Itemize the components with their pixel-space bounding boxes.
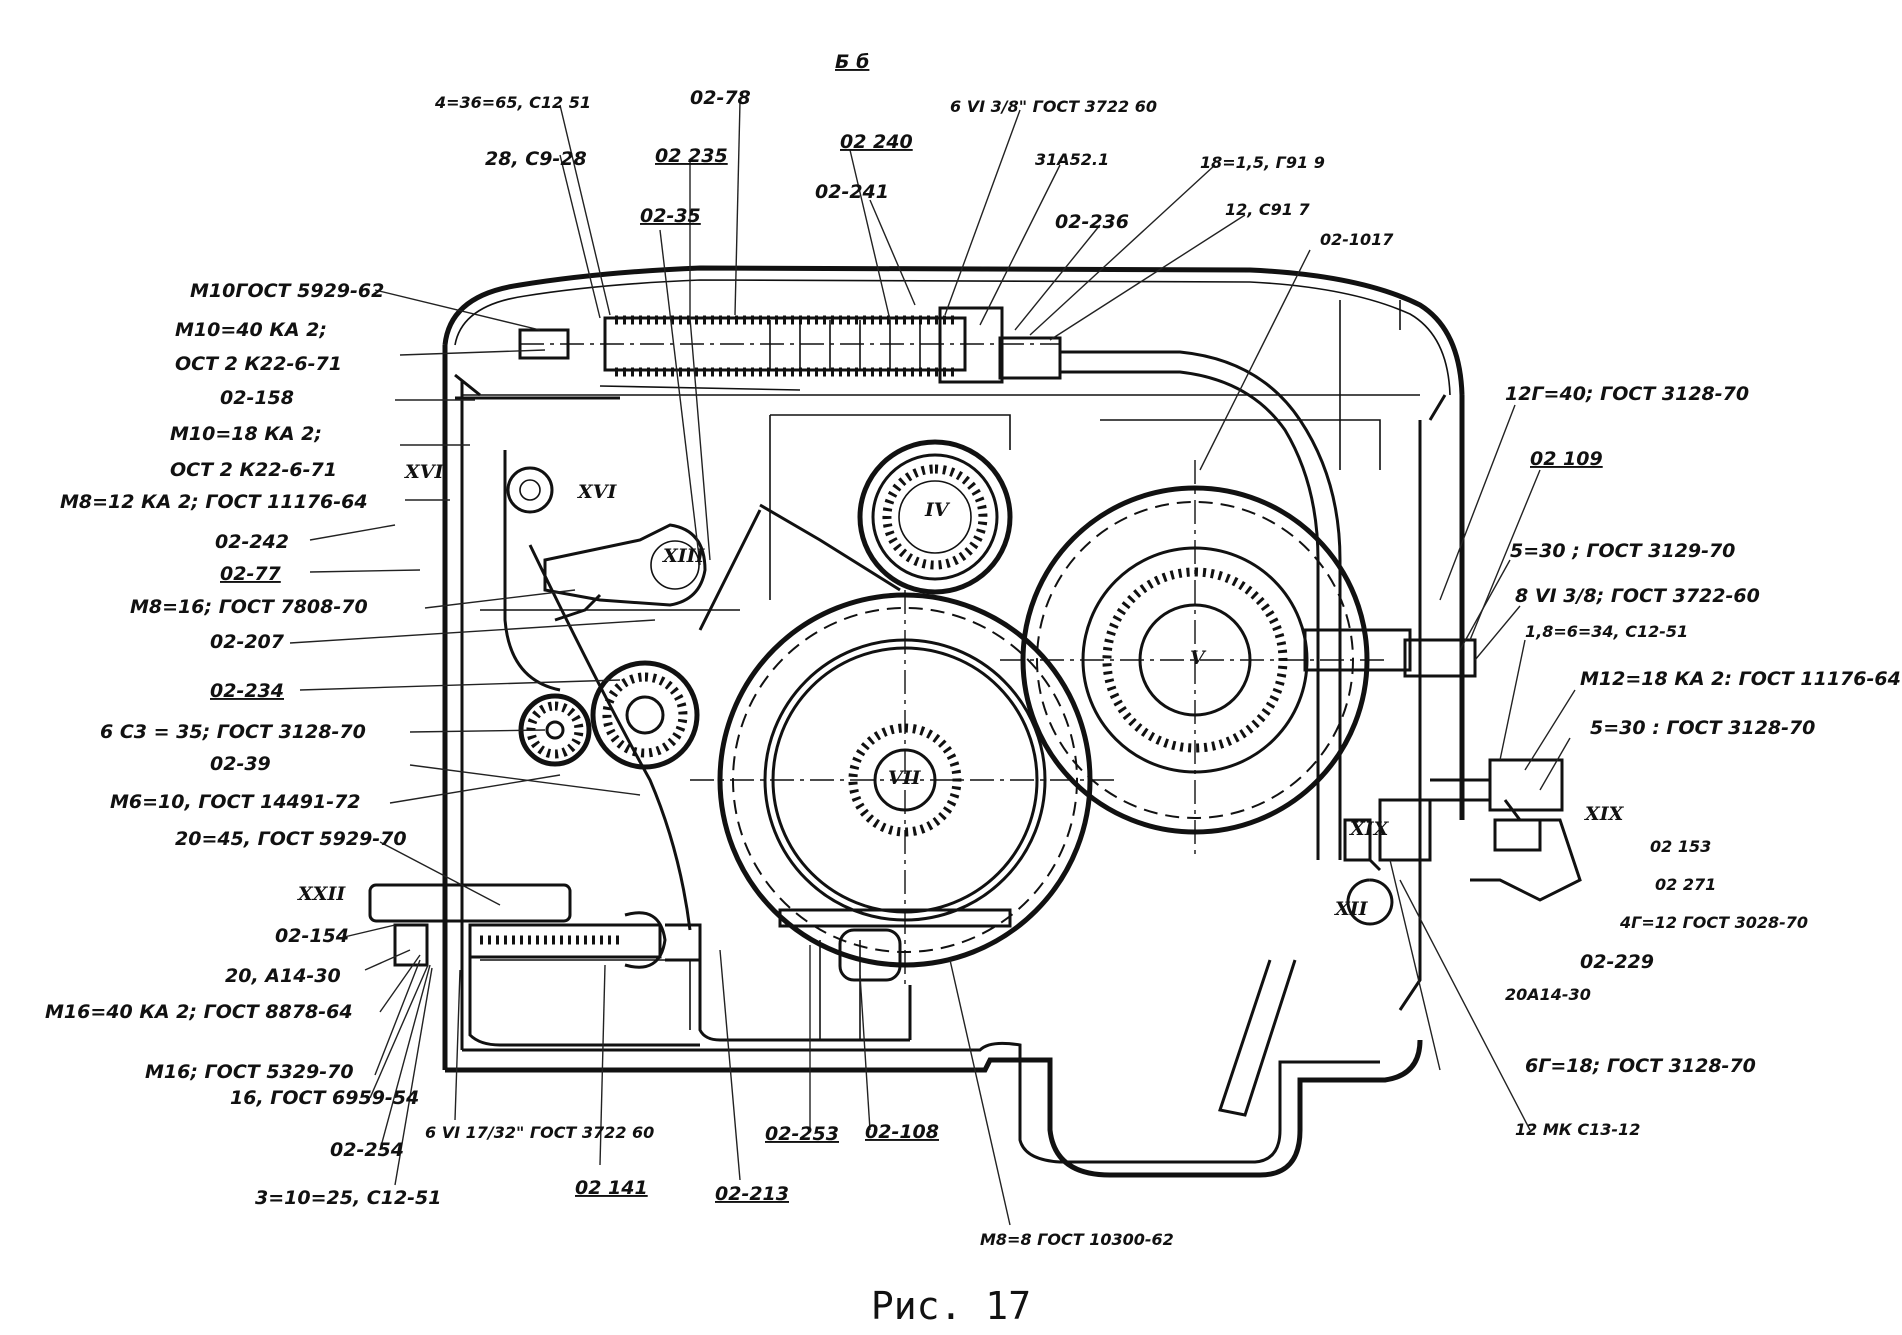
gear-large-right: [1000, 460, 1390, 860]
label-right-8: 02 271: [1655, 875, 1716, 894]
label-right-13: 12 МК С13-12: [1515, 1120, 1640, 1139]
label-right-7: 02 153: [1650, 837, 1711, 856]
label-bottom-0: 6 VI 17/32" ГОСТ 3722 60: [425, 1123, 654, 1142]
label-left-21: 02-254: [330, 1139, 404, 1161]
gearbox-housing: [442, 265, 1465, 1178]
label-top-12: 02-1017: [1320, 230, 1394, 249]
shaft-numeral: XVI: [577, 481, 617, 503]
top-shaft-assembly: [455, 306, 1342, 860]
label-right-11: 20А14-30: [1505, 985, 1591, 1004]
label-bottom-1: 02 141: [575, 1177, 648, 1199]
label-right-4: 1,8=6=34, С12-51: [1525, 622, 1688, 641]
label-left-4: М10=18 КА 2;: [170, 423, 322, 445]
label-left-2: ОСТ 2 К22-6-71: [175, 353, 342, 375]
label-top-4: 02 235: [655, 145, 728, 167]
shaft-numeral: XIX: [1584, 803, 1625, 825]
bearing-top-center: [857, 439, 1013, 595]
label-right-1: 02 109: [1530, 448, 1603, 470]
label-right-12: 6Г=18; ГОСТ 3128-70: [1525, 1055, 1756, 1077]
shaft-numeral: IV: [924, 499, 951, 521]
label-left-14: М6=10, ГОСТ 14491-72: [110, 791, 361, 813]
label-left-13: 02-39: [210, 753, 271, 775]
label-left-18: М16=40 КА 2; ГОСТ 8878-64: [45, 1001, 353, 1023]
label-top-6: 31А52.1: [1035, 150, 1109, 169]
labels-top: Б б 4=36=65, С12 51 02-78 6 VI 3/8" ГОСТ…: [434, 51, 1394, 249]
label-left-19: М16; ГОСТ 5329-70: [145, 1061, 354, 1083]
label-top-11: 12, С91 7: [1225, 200, 1310, 219]
label-left-3: 02-158: [220, 387, 294, 409]
label-top-0: 4=36=65, С12 51: [434, 93, 591, 112]
label-left-6: М8=12 КА 2; ГОСТ 11176-64: [60, 491, 368, 513]
shaft-numeral: XXII: [297, 883, 346, 905]
label-left-16: 02-154: [275, 925, 349, 947]
label-left-5: ОСТ 2 К22-6-71: [170, 459, 337, 481]
label-top-2: 6 VI 3/8" ГОСТ 3722 60: [950, 97, 1157, 116]
label-right-0: 12Г=40; ГОСТ 3128-70: [1505, 383, 1749, 405]
label-left-12: 6 С3 = 35; ГОСТ 3128-70: [100, 721, 366, 743]
label-top-1: 02-78: [690, 87, 751, 109]
labels-bottom: 6 VI 17/32" ГОСТ 3722 60 02 141 02-213 0…: [425, 1121, 1174, 1249]
label-right-2: 5=30 ; ГОСТ 3129-70: [1510, 540, 1735, 562]
lever-and-cam-left: [480, 450, 901, 931]
label-left-7: 02-242: [215, 531, 289, 553]
label-top-5: 02 240: [840, 131, 913, 153]
label-left-8: 02-77: [220, 563, 282, 585]
label-left-11: 02-234: [210, 680, 284, 702]
bottom-shaft: [368, 883, 1012, 982]
labels-left: М10ГОСТ 5929-62 М10=40 КА 2; ОСТ 2 К22-6…: [45, 280, 441, 1209]
label-top-8: 02-35: [640, 205, 701, 227]
shaft-numeral: XIX: [1349, 818, 1390, 840]
label-top-3: 28, С9-28: [485, 148, 587, 170]
label-right-5: М12=18 КА 2: ГОСТ 11176-64: [1580, 668, 1901, 690]
label-left-0: М10ГОСТ 5929-62: [190, 280, 384, 302]
label-bottom-3: 02-253: [765, 1123, 839, 1145]
label-left-17: 20, А14-30: [225, 965, 341, 987]
label-bottom-5: М8=8 ГОСТ 10300-62: [980, 1230, 1174, 1249]
label-top-7: 18=1,5, Г91 9: [1200, 153, 1325, 172]
label-top-9: 02-241: [815, 181, 889, 203]
label-bottom-4: 02-108: [865, 1121, 939, 1143]
figure-caption: Рис. 17: [870, 1284, 1032, 1328]
labels-right: 12Г=40; ГОСТ 3128-70 02 109 5=30 ; ГОСТ …: [1505, 383, 1901, 1139]
shaft-numerals: XVI XVI XIII IV V VII XXII XIX XIX XII: [297, 461, 1625, 920]
gear-large-center: [690, 590, 1120, 990]
small-gears-left: [506, 466, 700, 770]
shaft-numeral: V: [1190, 647, 1207, 669]
label-top-10: 02-236: [1055, 211, 1129, 233]
shaft-numeral: XVI: [404, 461, 444, 483]
right-side-assembly: [1218, 628, 1582, 1117]
label-left-10: 02-207: [210, 631, 285, 653]
shaft-numeral: VII: [888, 767, 922, 789]
shaft-numeral: XIII: [662, 545, 706, 567]
label-left-15: 20=45, ГОСТ 5929-70: [175, 828, 407, 850]
label-bottom-2: 02-213: [715, 1183, 789, 1205]
label-right-6: 5=30 : ГОСТ 3128-70: [1590, 717, 1815, 739]
label-right-3: 8 VI 3/8; ГОСТ 3722-60: [1515, 585, 1760, 607]
leader-lines: [289, 101, 1576, 1226]
label-left-9: М8=16; ГОСТ 7808-70: [130, 596, 368, 618]
section-mark: Б б: [835, 51, 869, 73]
shaft-numeral: XII: [1334, 898, 1369, 920]
label-left-22: 3=10=25, С12-51: [255, 1187, 441, 1209]
label-right-9: 4Г=12 ГОСТ 3028-70: [1619, 913, 1808, 932]
label-left-1: М10=40 КА 2;: [175, 319, 327, 341]
label-left-20: 16, ГОСТ 6959-54: [230, 1087, 419, 1109]
label-right-10: 02-229: [1580, 951, 1654, 973]
